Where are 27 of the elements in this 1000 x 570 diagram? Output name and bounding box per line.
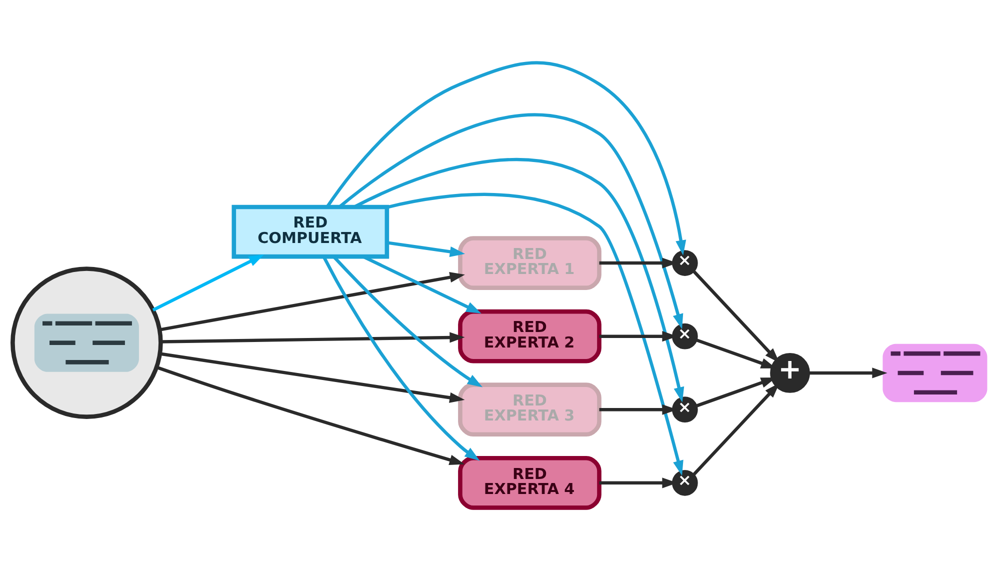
arrow	[161, 332, 465, 344]
arrow	[354, 158, 684, 402]
node-circle: ×	[672, 323, 698, 350]
arrow	[386, 241, 466, 257]
node-circle: +	[770, 353, 810, 393]
node-box: RED EXPERTA 1	[458, 236, 602, 290]
arrow	[692, 270, 780, 363]
arrow	[322, 256, 480, 461]
node-box: RED EXPERTA 2	[458, 309, 602, 364]
arrow	[692, 383, 780, 476]
arrow	[156, 366, 465, 466]
arrow	[332, 256, 483, 388]
node-box: RED COMPUERTA	[232, 204, 390, 259]
arrow	[152, 254, 264, 312]
node-circle	[10, 266, 163, 419]
node-circle: ×	[672, 250, 698, 276]
arrow	[386, 192, 684, 476]
arrow	[160, 352, 465, 403]
node-box: RED EXPERTA 3	[458, 382, 602, 437]
arrow	[338, 113, 684, 330]
node-picture	[882, 344, 988, 402]
arrow	[159, 272, 465, 332]
arrow	[809, 368, 888, 378]
node-circle: ×	[672, 396, 698, 423]
node-circle: ×	[672, 470, 698, 496]
node-box: RED EXPERTA 4	[458, 456, 602, 510]
arrow	[326, 61, 686, 256]
